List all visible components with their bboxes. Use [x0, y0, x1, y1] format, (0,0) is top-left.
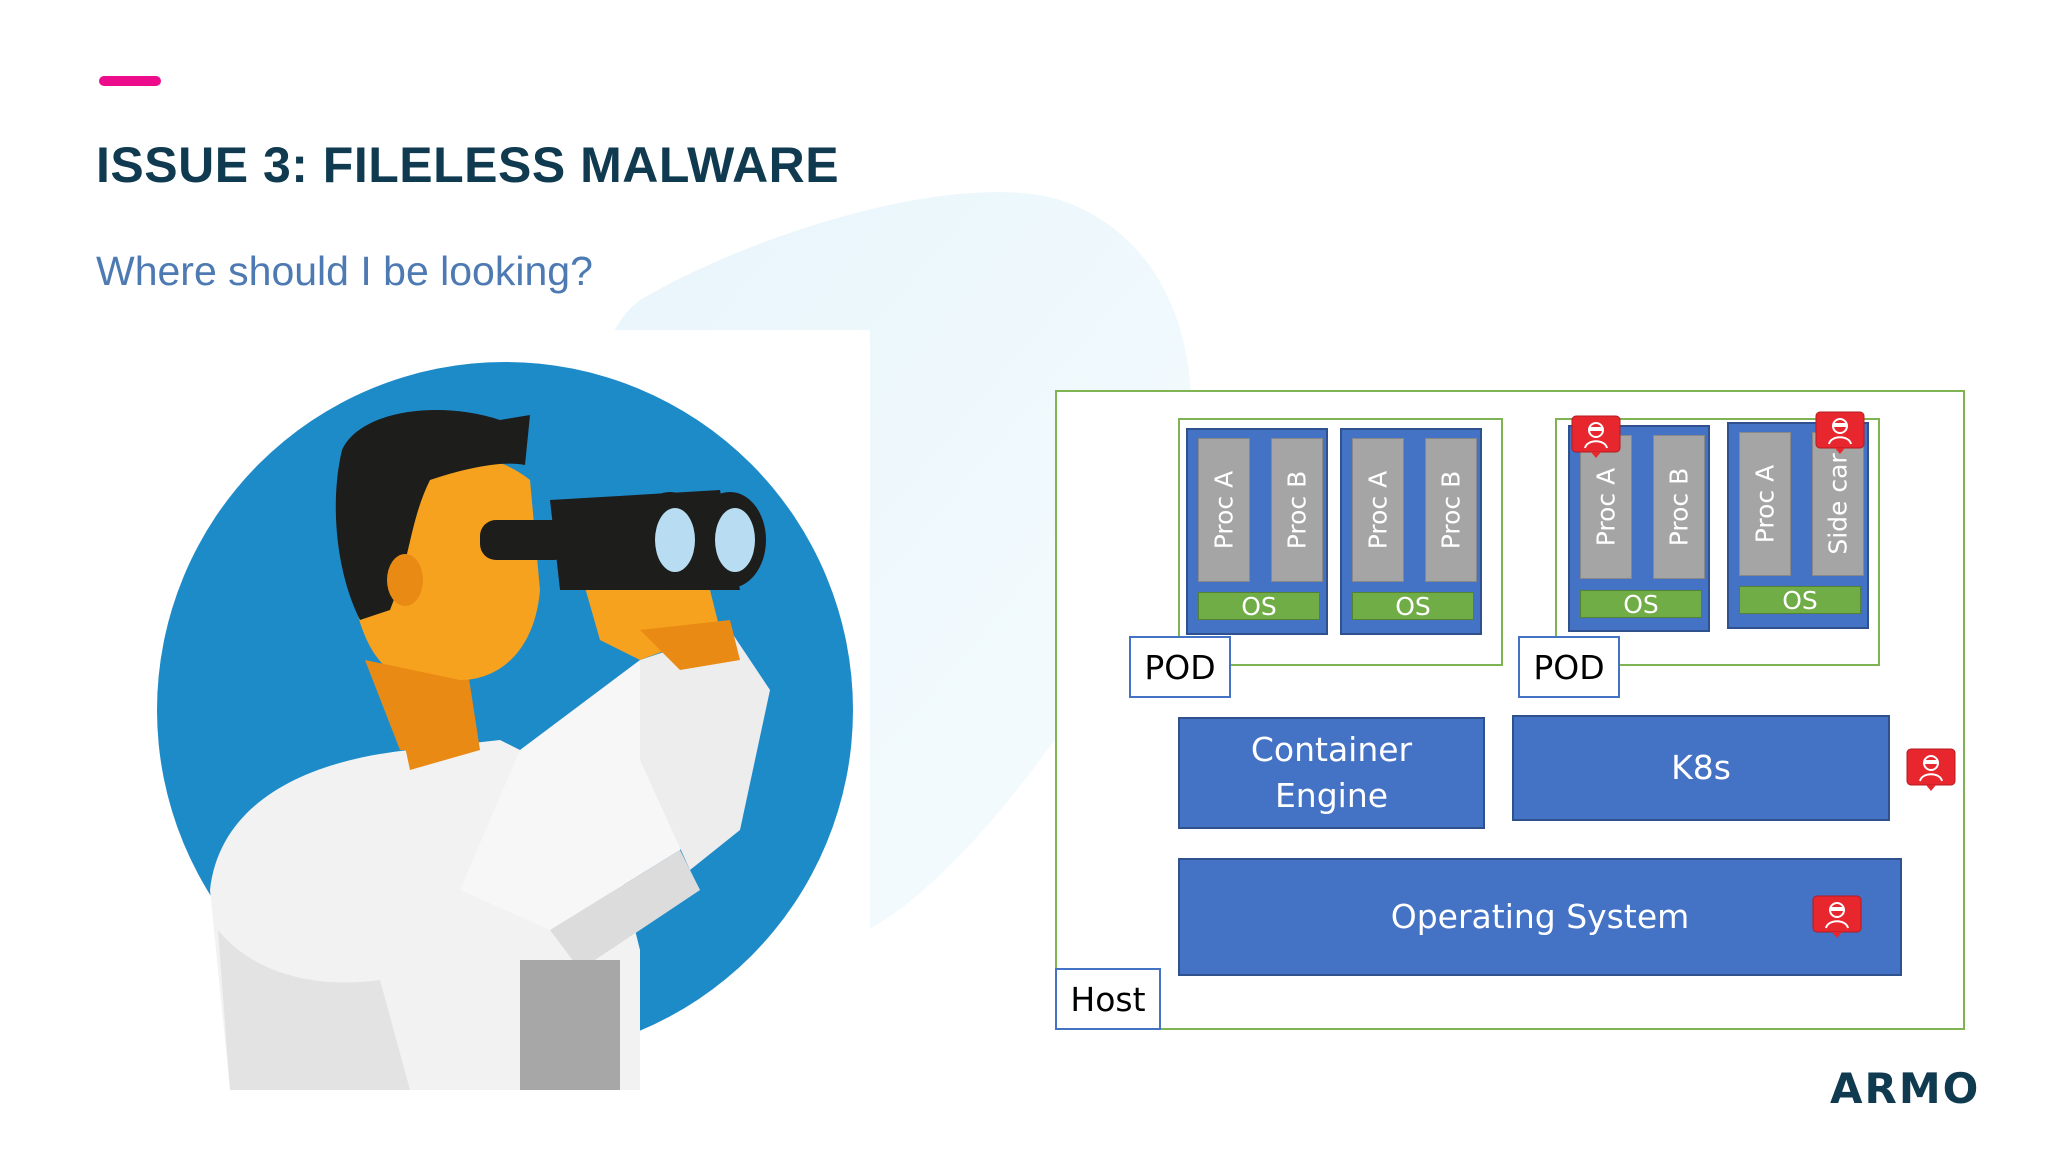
pod1-c2-proc-a: Proc A: [1352, 438, 1404, 582]
malware-alert-icon: [1812, 895, 1862, 938]
pod2-c1-proc-b: Proc B: [1653, 435, 1705, 579]
malware-alert-icon: [1906, 748, 1956, 791]
operating-system-label: Operating System: [1390, 896, 1690, 936]
container-engine-box: Container Engine: [1178, 717, 1485, 829]
pod1-c1-proc-b: Proc B: [1271, 438, 1323, 582]
pod2-c1-proc-a: Proc A: [1580, 435, 1632, 579]
malware-alert-icon: [1571, 415, 1621, 458]
pod1-c2-proc-b: Proc B: [1425, 438, 1477, 582]
armo-logo: ARMO: [1830, 1064, 1981, 1113]
container-engine-label: Container Engine: [1250, 729, 1413, 815]
host-label: Host: [1055, 968, 1161, 1030]
slide-subtitle: Where should I be looking?: [96, 248, 593, 294]
pod2-c2-side-car: Side car: [1812, 432, 1864, 576]
malware-alert-icon: [1815, 411, 1865, 454]
pod1-c1-proc-a: Proc A: [1198, 438, 1250, 582]
pod1-c2-os: OS: [1352, 592, 1474, 621]
k8s-box: K8s: [1512, 715, 1890, 821]
pod2-c2-os: OS: [1739, 586, 1861, 615]
pod-box-2: [1555, 418, 1880, 666]
k8s-label: K8s: [1671, 747, 1731, 787]
pod-label-1: POD: [1129, 636, 1231, 698]
slide-title: ISSUE 3: FILELESS MALWARE: [96, 137, 840, 193]
accent-bar: [99, 76, 161, 86]
pod2-c2-proc-a: Proc A: [1739, 432, 1791, 576]
pod2-c1-os: OS: [1580, 590, 1702, 619]
pod-box-1: [1178, 418, 1503, 666]
pod1-c1-os: OS: [1198, 592, 1320, 621]
man-with-binoculars-illustration: [80, 330, 870, 1090]
pod-label-2: POD: [1518, 636, 1620, 698]
operating-system-box: Operating System: [1178, 858, 1902, 976]
